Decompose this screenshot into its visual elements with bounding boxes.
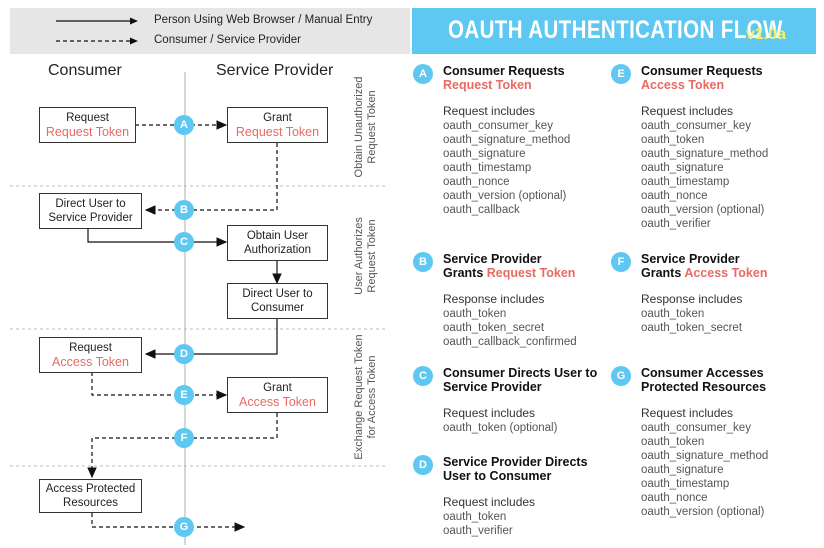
consumer-header: Consumer [48,62,122,79]
step-f-badge: F [174,428,194,448]
box-direct-user-to-sp: Direct User to Service Provider [39,193,142,229]
box-request-request-token: Request Request Token [39,107,136,143]
legend-lines [56,17,138,45]
step-d-badge: D [174,344,194,364]
step-e-badge: E [174,385,194,405]
box-direct-user-to-consumer: Direct User to Consumer [227,283,328,319]
provider-header: Service Provider [216,62,334,79]
legend-dashed-label: Consumer / Service Provider [154,34,301,46]
arrow-g [91,513,246,532]
step-g-badge: G [174,517,194,537]
section-e-badge: E [611,64,631,84]
step-c-badge: C [174,232,194,252]
arrow-d [144,319,278,359]
arrow-c [87,229,228,247]
box-access-protected-resources: Access Protected Resources [39,479,142,513]
box-obtain-user-authorization: Obtain User Authorization [227,225,328,261]
section-b-badge: B [413,252,433,272]
step-a-badge: A [174,115,194,135]
section-c-badge: C [413,366,433,386]
legend: Person Using Web Browser / Manual Entry … [10,8,410,54]
version-label: v1.0a [746,26,787,43]
step-b-badge: B [174,200,194,220]
arrow-e [91,372,228,400]
box-grant-access-token: Grant Access Token [227,377,328,413]
arrow-b [144,143,278,215]
section-g-badge: G [611,366,631,386]
legend-solid-label: Person Using Web Browser / Manual Entry [154,14,373,26]
section-f-badge: F [611,252,631,272]
box-grant-request-token: Grant Request Token [227,107,328,143]
title-banner: OAUTH AUTHENTICATION FLOW v1.0a [412,8,816,54]
section-d-badge: D [413,455,433,475]
box-request-access-token: Request Access Token [39,337,142,373]
page-title: OAUTH AUTHENTICATION FLOW [448,16,783,44]
section-a-badge: A [413,64,433,84]
